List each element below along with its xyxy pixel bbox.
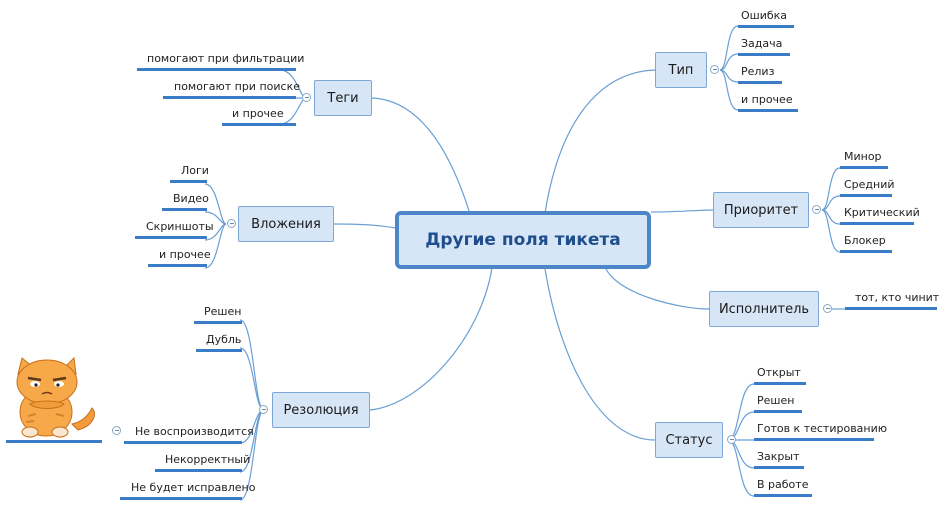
topic-tags[interactable]: Теги bbox=[314, 80, 372, 116]
attachments-item-other[interactable]: и прочее bbox=[159, 248, 211, 261]
resolution-item-incorrect-underline bbox=[155, 469, 242, 472]
collapse-toggle-resolution[interactable] bbox=[259, 405, 268, 414]
priority-item-blocker-underline bbox=[840, 250, 892, 253]
resolution-item-wont-fix-underline bbox=[120, 497, 242, 500]
grumpy-cat-sticker bbox=[16, 356, 95, 438]
collapse-toggle-cannot-reproduce[interactable] bbox=[112, 426, 121, 435]
topic-priority[interactable]: Приоритет bbox=[713, 192, 809, 228]
tags-item-search[interactable]: помогают при поиске bbox=[174, 80, 300, 93]
type-item-release[interactable]: Релиз bbox=[741, 65, 775, 78]
priority-item-minor[interactable]: Минор bbox=[844, 150, 882, 163]
resolution-item-wont-fix[interactable]: Не будет исправлено bbox=[131, 481, 256, 494]
resolution-item-resolved-underline bbox=[194, 321, 242, 324]
priority-item-critical[interactable]: Критический bbox=[844, 206, 920, 219]
status-item-in-progress-underline bbox=[754, 494, 812, 497]
root-topic[interactable]: Другие поля тикета bbox=[395, 211, 651, 269]
collapse-toggle-tags[interactable] bbox=[302, 93, 311, 102]
attachments-item-other-underline bbox=[148, 264, 207, 267]
attachments-item-video[interactable]: Видео bbox=[173, 192, 209, 205]
collapse-toggle-priority[interactable] bbox=[812, 205, 821, 214]
type-item-release-underline bbox=[738, 81, 782, 84]
topic-attachments[interactable]: Вложения bbox=[238, 206, 334, 242]
status-item-closed[interactable]: Закрыт bbox=[757, 450, 800, 463]
attachments-item-logs[interactable]: Логи bbox=[181, 164, 209, 177]
attachments-item-logs-underline bbox=[170, 180, 207, 183]
priority-item-critical-underline bbox=[840, 222, 914, 225]
resolution-item-incorrect[interactable]: Некорректный bbox=[165, 453, 251, 466]
type-item-task-underline bbox=[738, 53, 790, 56]
type-item-task[interactable]: Задача bbox=[741, 37, 783, 50]
resolution-item-cannot-reproduce[interactable]: Не воспроизводится bbox=[135, 425, 254, 438]
status-item-ready-for-testing[interactable]: Готов к тестированию bbox=[757, 422, 888, 435]
status-item-resolved[interactable]: Решен bbox=[757, 394, 795, 407]
resolution-item-duplicate[interactable]: Дубль bbox=[206, 333, 242, 346]
collapse-toggle-assignee[interactable] bbox=[823, 304, 832, 313]
status-item-in-progress[interactable]: В работе bbox=[757, 478, 809, 491]
collapse-toggle-attachments[interactable] bbox=[227, 219, 236, 228]
collapse-toggle-status[interactable] bbox=[727, 435, 736, 444]
resolution-item-duplicate-underline bbox=[196, 349, 242, 352]
tags-item-filtering[interactable]: помогают при фильтрации bbox=[147, 52, 305, 65]
status-item-resolved-underline bbox=[754, 410, 802, 413]
status-item-closed-underline bbox=[754, 466, 804, 469]
resolution-item-cannot-reproduce-underline bbox=[124, 441, 242, 444]
topic-status[interactable]: Статус bbox=[655, 422, 723, 458]
type-item-bug[interactable]: Ошибка bbox=[741, 9, 788, 22]
type-item-bug-underline bbox=[738, 25, 794, 28]
tags-item-search-underline bbox=[163, 96, 296, 99]
assignee-item-fixer-underline bbox=[845, 307, 937, 310]
tags-item-other[interactable]: и прочее bbox=[232, 107, 284, 120]
tags-item-other-underline bbox=[222, 123, 296, 126]
attachments-item-screenshots-underline bbox=[135, 236, 207, 239]
priority-item-medium-underline bbox=[840, 194, 892, 197]
tags-item-filtering-underline bbox=[137, 68, 296, 71]
priority-item-blocker[interactable]: Блокер bbox=[844, 234, 886, 247]
attachments-item-video-underline bbox=[162, 208, 207, 211]
status-item-open[interactable]: Открыт bbox=[757, 366, 801, 379]
type-item-other-underline bbox=[738, 109, 798, 112]
assignee-item-fixer[interactable]: тот, кто чинит bbox=[855, 291, 940, 304]
attachments-item-screenshots[interactable]: Скриншоты bbox=[146, 220, 214, 233]
collapse-toggle-type[interactable] bbox=[710, 65, 719, 74]
topic-resolution[interactable]: Резолюция bbox=[272, 392, 370, 428]
topic-assignee[interactable]: Исполнитель bbox=[709, 291, 819, 327]
topic-type[interactable]: Тип bbox=[655, 52, 707, 88]
priority-item-minor-underline bbox=[840, 166, 888, 169]
type-item-other[interactable]: и прочее bbox=[741, 93, 793, 106]
status-item-open-underline bbox=[754, 382, 806, 385]
resolution-item-resolved[interactable]: Решен bbox=[204, 305, 242, 318]
status-item-ready-for-testing-underline bbox=[754, 438, 874, 441]
sticker-underline bbox=[6, 440, 102, 443]
priority-item-medium[interactable]: Средний bbox=[844, 178, 895, 191]
